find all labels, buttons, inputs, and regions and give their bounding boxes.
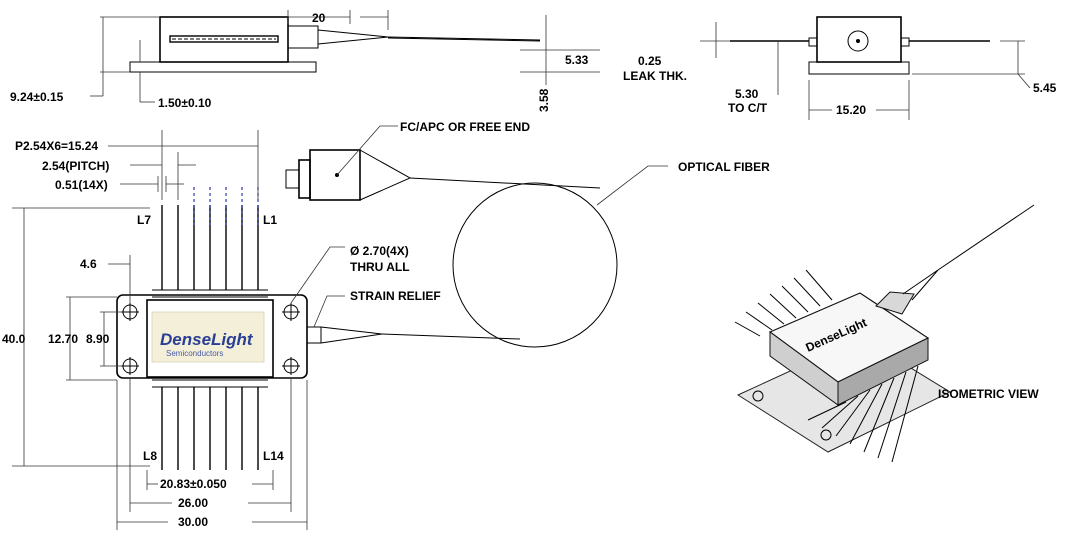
dim-5.33: 5.33 [565, 53, 589, 67]
dim-pin-width: 0.51(14X) [55, 178, 108, 192]
dim-26.00: 26.00 [178, 496, 208, 510]
dim-3.58: 3.58 [537, 88, 551, 112]
dim-20.83: 20.83±0.050 [160, 477, 227, 491]
dim-pitch: 2.54(PITCH) [42, 159, 109, 173]
front-view: DenseLight Semiconductors [2, 130, 521, 530]
hole-thru-label: THRU ALL [350, 260, 410, 274]
mounting-hole [282, 303, 300, 321]
mounting-hole [282, 357, 300, 375]
mounting-hole [121, 303, 139, 321]
pin-label-l14: L14 [263, 449, 284, 463]
ct-value: 5.30 [735, 87, 759, 101]
strain-relief-label: STRAIN RELIEF [350, 289, 441, 303]
dim-40.0: 40.0 [2, 332, 26, 346]
isometric-label: ISOMETRIC VIEW [938, 387, 1039, 401]
top-pins [161, 187, 259, 290]
dim-pitch-total: P2.54X6=15.24 [15, 139, 98, 153]
dim-9.24: 9.24±0.15 [10, 90, 64, 104]
optical-fiber-label: OPTICAL FIBER [678, 160, 770, 174]
brand-logo-subtext: Semiconductors [166, 349, 223, 358]
dim-5.45: 5.45 [1033, 81, 1057, 95]
brand-logo: DenseLight Semiconductors [151, 311, 265, 363]
dim-8.90: 8.90 [86, 332, 110, 346]
pin-label-l1: L1 [263, 213, 277, 227]
dim-15.20: 15.20 [836, 103, 866, 117]
dim-30.00: 30.00 [178, 515, 208, 529]
fiber-assembly: FC/APC OR FREE END OPTICAL FIBER Ø 2.70(… [285, 120, 770, 348]
leak-thk-label: LEAK THK. [623, 69, 687, 83]
bottom-pins [161, 387, 259, 470]
dim-1.50: 1.50±0.10 [158, 96, 212, 110]
pin-label-l8: L8 [143, 449, 157, 463]
brand-logo-text: DenseLight [160, 330, 254, 349]
fc-apc-label: FC/APC OR FREE END [400, 120, 530, 134]
ct-label: TO C/T [728, 101, 768, 115]
end-view: 0.25 LEAK THK. 5.30 TO C/T 15.20 5.45 [623, 16, 1057, 120]
pin-label-l7: L7 [137, 213, 151, 227]
isometric-view: DenseLight ISOMETRIC VIEW [734, 204, 1039, 463]
dim-4.6: 4.6 [80, 257, 97, 271]
side-view: 20 5.33 3.58 9.24±0.15 1.50±0.10 [10, 10, 600, 112]
dim-12.70: 12.70 [48, 332, 78, 346]
hole-size-label: Ø 2.70(4X) [350, 244, 409, 258]
mounting-hole [121, 357, 139, 375]
top-length-label: 20 [312, 11, 326, 25]
leak-thk-value: 0.25 [638, 54, 662, 68]
